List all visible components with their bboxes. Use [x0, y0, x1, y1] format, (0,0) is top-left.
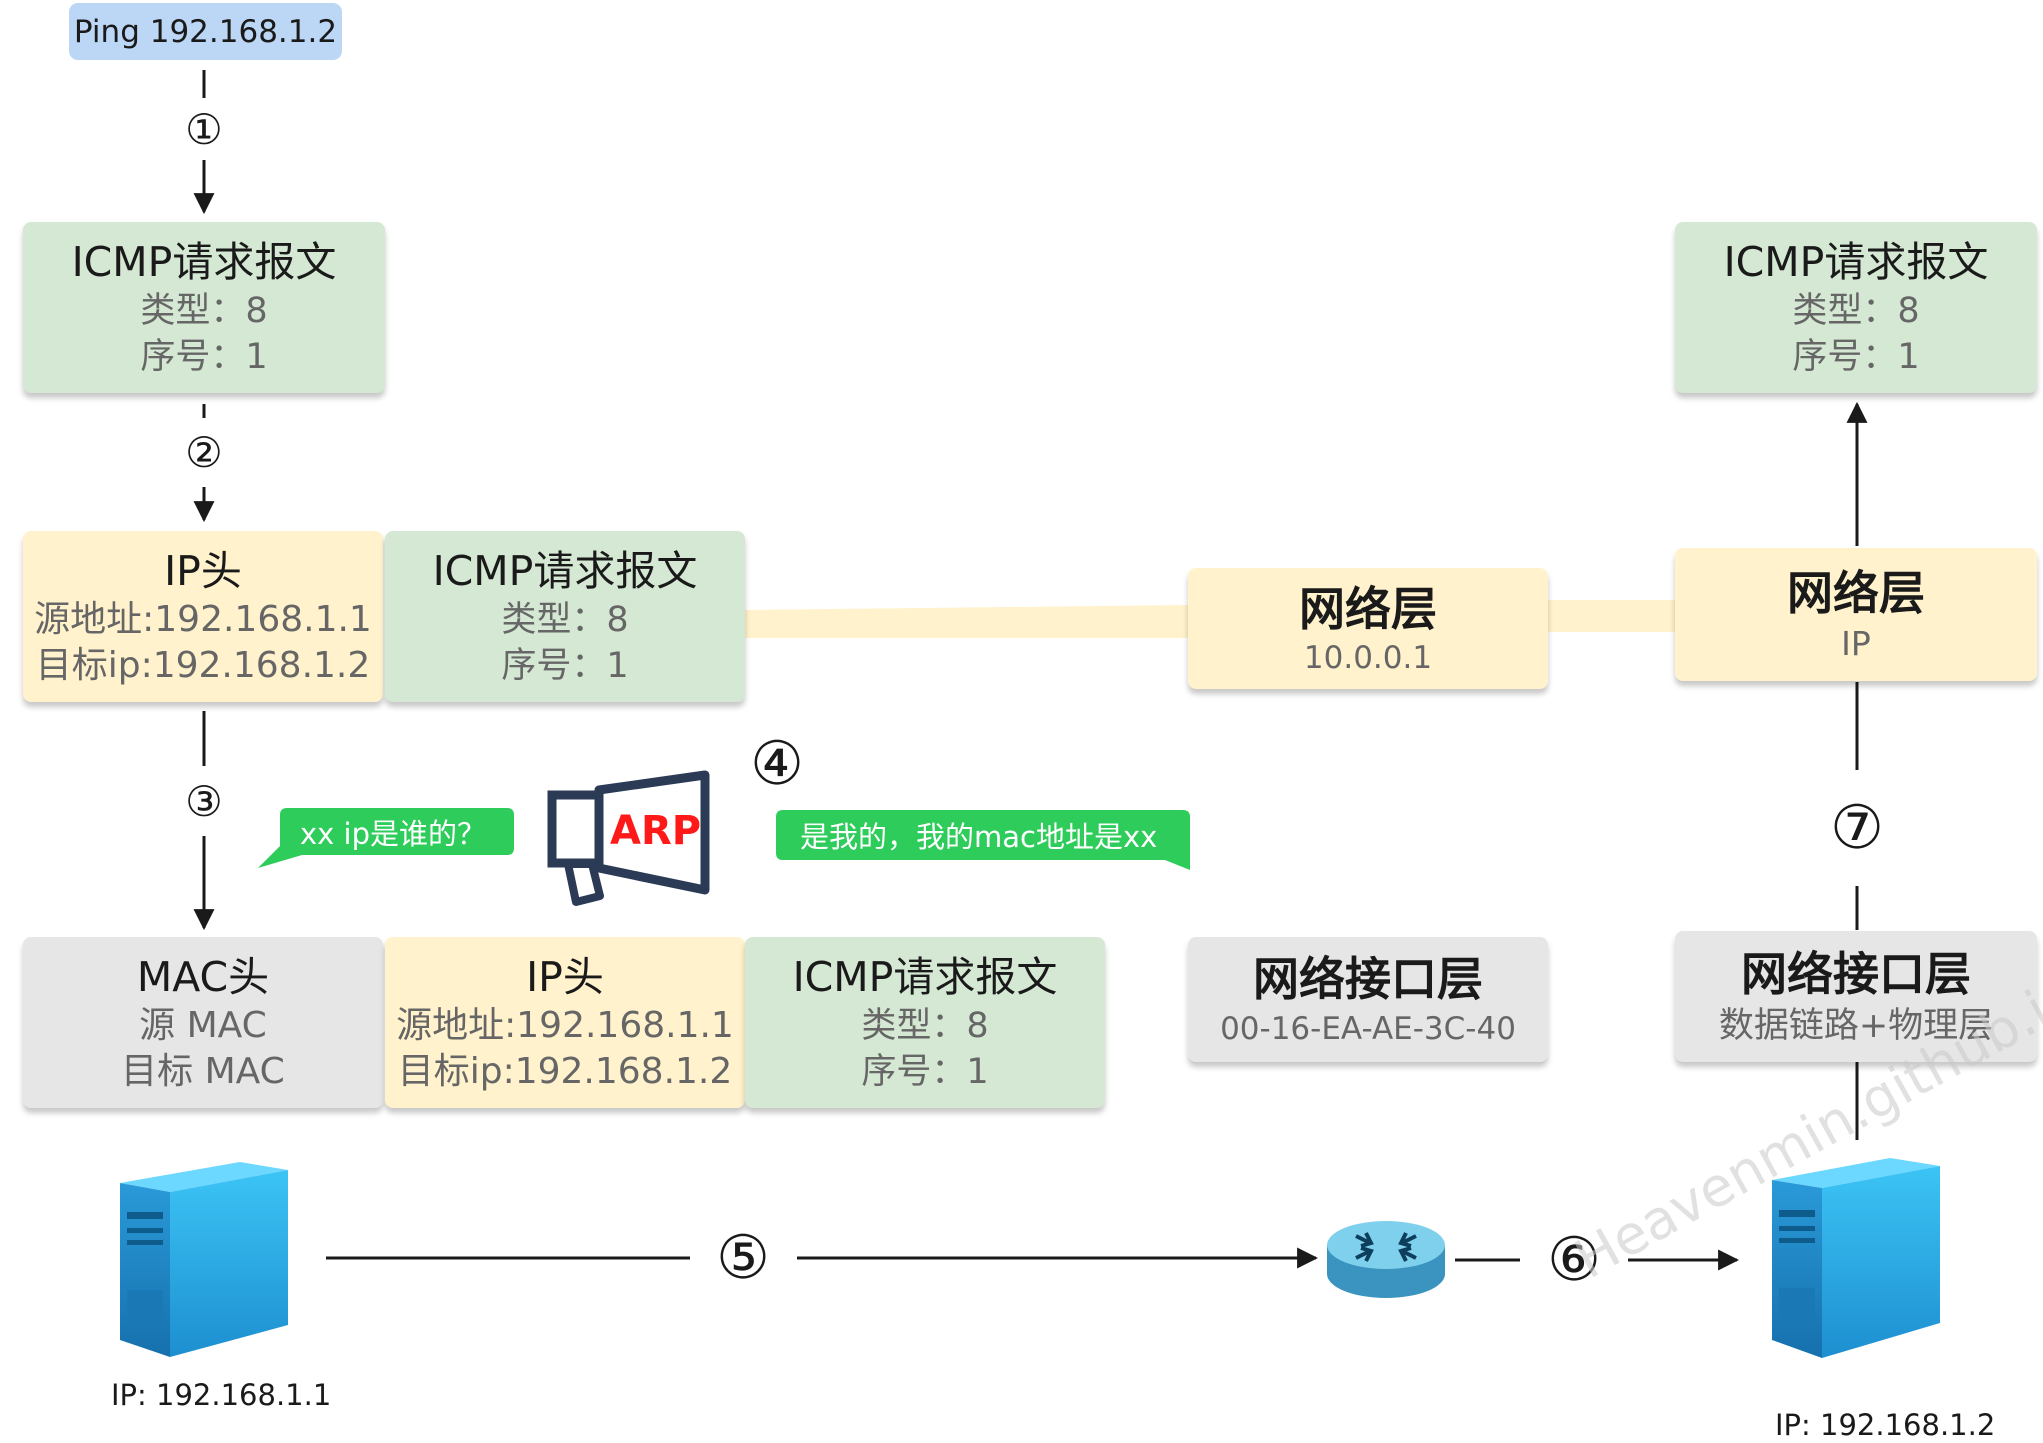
icmp-title-3: ICMP请求报文 [792, 952, 1058, 1001]
step-5-marker: ⑤ [716, 1223, 770, 1293]
bubble-answer-shape [776, 810, 1190, 870]
step-2-marker: ② [185, 427, 223, 477]
ip-header-dst-2: 目标ip:192.168.1.2 [397, 1050, 733, 1092]
icmp-packet-box: ICMP请求报文 类型：8 序号：1 [23, 222, 385, 393]
dest-link-layer-sub: 数据链路+物理层 [1718, 1005, 1994, 1046]
step-4-marker: ④ [750, 729, 804, 799]
received-icmp-title: ICMP请求报文 [1723, 237, 1989, 286]
router-link-layer-title: 网络接口层 [1253, 951, 1483, 1006]
destination-server-icon [1772, 1158, 1940, 1358]
step-7-marker: ⑦ [1830, 793, 1884, 863]
router-network-layer-title: 网络层 [1299, 581, 1437, 636]
icmp-type-2: 类型：8 [501, 599, 629, 640]
step-1-marker: ① [185, 104, 223, 154]
router-icon [1327, 1221, 1445, 1298]
router-network-layer-ip: 10.0.0.1 [1303, 639, 1433, 676]
icmp-packet-box-3: ICMP请求报文 类型：8 序号：1 [745, 937, 1105, 1108]
ip-header-box: IP头 源地址:192.168.1.1 目标ip:192.168.1.2 [23, 531, 383, 702]
received-icmp-seq: 序号：1 [1792, 336, 1920, 377]
mac-header-src: 源 MAC [139, 1004, 267, 1046]
dest-network-layer-sub: IP [1841, 623, 1871, 663]
icmp-seq: 序号：1 [140, 336, 268, 377]
destination-host-ip: IP: 192.168.1.2 [1775, 1408, 1996, 1442]
icmp-seq-2: 序号：1 [501, 645, 629, 686]
ip-header-dst: 目标ip:192.168.1.2 [35, 644, 371, 686]
icmp-seq-3: 序号：1 [861, 1051, 989, 1092]
bubble-question-text: xx ip是谁的？ [300, 817, 487, 851]
received-icmp-type: 类型：8 [1792, 290, 1920, 331]
ip-header-src: 源地址:192.168.1.1 [34, 598, 372, 640]
source-host-ip: IP: 192.168.1.1 [111, 1378, 332, 1412]
dest-link-layer-box: 网络接口层 数据链路+物理层 [1675, 931, 2037, 1062]
icmp-title-2: ICMP请求报文 [432, 546, 698, 595]
ip-header-title-2: IP头 [526, 952, 604, 1001]
dest-network-layer-box: 网络层 IP [1675, 548, 2037, 681]
step-6-marker: ⑥ [1547, 1225, 1601, 1295]
bubble-question-shape [258, 808, 514, 868]
step-3-marker: ③ [185, 776, 223, 826]
ip-header-title: IP头 [164, 546, 242, 595]
ping-command-label: Ping 192.168.1.2 [69, 3, 342, 60]
mac-header-dst: 目标 MAC [121, 1050, 285, 1092]
router-link-layer-box: 网络接口层 00-16-EA-AE-3C-40 [1188, 937, 1548, 1062]
ip-header-box-2: IP头 源地址:192.168.1.1 目标ip:192.168.1.2 [385, 937, 745, 1108]
router-network-layer-box: 网络层 10.0.0.1 [1188, 568, 1548, 689]
dest-link-layer-title: 网络接口层 [1741, 946, 1971, 1001]
network-layer-link-2 [1545, 600, 1680, 632]
mac-header-box: MAC头 源 MAC 目标 MAC [23, 937, 383, 1108]
megaphone-icon [547, 770, 710, 906]
bubble-answer-text: 是我的，我的mac地址是xx [800, 820, 1158, 854]
icmp-type-3: 类型：8 [861, 1005, 989, 1046]
router-link-layer-mac: 00-16-EA-AE-3C-40 [1220, 1010, 1516, 1047]
ip-header-src-2: 源地址:192.168.1.1 [396, 1004, 734, 1046]
mac-header-title: MAC头 [136, 952, 270, 1001]
icmp-packet-box-2: ICMP请求报文 类型：8 序号：1 [385, 531, 745, 702]
network-layer-link [742, 605, 1190, 638]
received-icmp-packet-box: ICMP请求报文 类型：8 序号：1 [1675, 222, 2037, 393]
dest-network-layer-title: 网络层 [1787, 565, 1925, 620]
arp-label: ARP [610, 808, 702, 854]
icmp-title: ICMP请求报文 [71, 237, 337, 286]
source-server-icon [120, 1162, 288, 1357]
icmp-type: 类型：8 [140, 290, 268, 331]
